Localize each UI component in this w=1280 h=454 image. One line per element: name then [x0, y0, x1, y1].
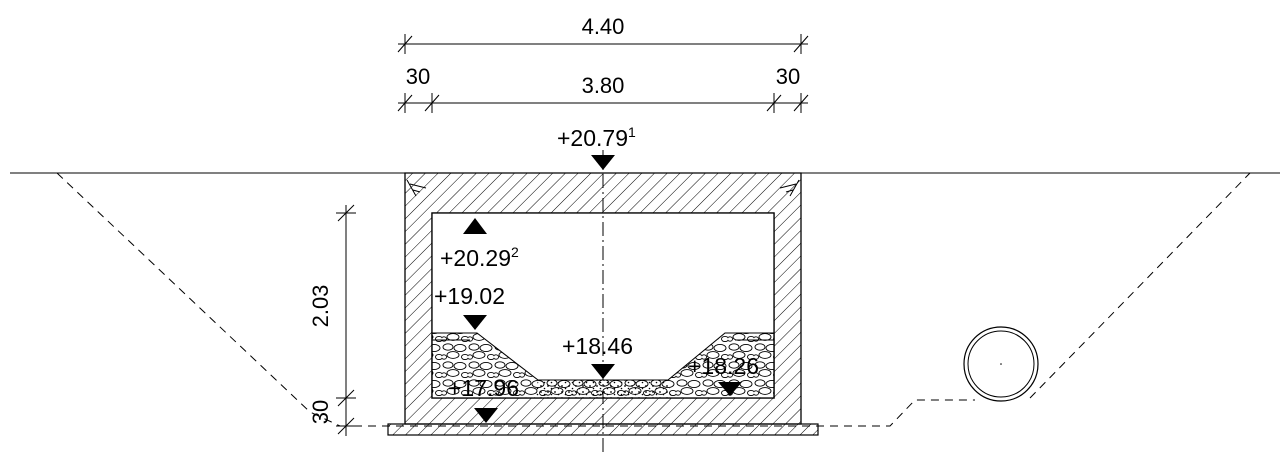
dim-label-wall-right: 30	[776, 64, 800, 89]
elevation-channel-invert: +18.46	[562, 333, 633, 379]
elevation-top-of-cover: +20.791	[557, 124, 636, 170]
excavation-right-slope	[1029, 172, 1251, 399]
pipe-inner	[967, 330, 1035, 398]
elevation-marker-down-icon	[474, 408, 498, 423]
pipe-center	[1000, 363, 1002, 365]
elevation-marker-up-icon	[463, 218, 487, 234]
elevation-berm-value: +19.02	[434, 283, 505, 309]
elevation-soffit: +20.292	[440, 218, 519, 271]
elevation-marker-down-icon	[718, 382, 742, 396]
svg-text:+20.292: +20.292	[440, 244, 519, 271]
elevation-marker-down-icon	[463, 315, 487, 330]
dim-label-overall: 4.40	[582, 14, 625, 39]
excavation-bottom-line	[340, 399, 975, 427]
elevation-slab-value: +17.96	[448, 375, 519, 401]
dim-label-inner: 3.80	[582, 73, 625, 98]
dimension-overall-width: 4.40	[397, 14, 809, 54]
elevation-top-value: +20.79	[557, 125, 628, 151]
elevation-top-note: 1	[628, 124, 636, 140]
dimension-vertical: 2.03 30	[308, 204, 356, 436]
elevation-berm-right: +18.26	[688, 353, 759, 396]
dim-label-slab: 30	[308, 400, 333, 424]
elevation-slab-bottom: +17.96	[448, 375, 519, 423]
svg-text:+20.791: +20.791	[557, 124, 636, 151]
haunch-mark-right	[779, 179, 800, 197]
elevation-soffit-note: 2	[511, 244, 519, 260]
dim-label-wall-left: 30	[406, 64, 430, 89]
elevation-berm-top: +19.02	[434, 283, 505, 330]
dimension-inner-width: 3.80 30 30	[397, 64, 809, 113]
dim-label-inner-height: 2.03	[308, 285, 333, 328]
elevation-berm-right-value: +18.26	[688, 353, 759, 379]
excavation-left-slope	[56, 172, 341, 427]
elevation-marker-down-icon	[591, 155, 615, 170]
gravel-bed	[534, 380, 672, 398]
haunch-mark-left	[406, 179, 427, 197]
elevation-soffit-value: +20.29	[440, 245, 511, 271]
elevation-invert-value: +18.46	[562, 333, 633, 359]
elevation-marker-down-icon	[591, 364, 615, 379]
